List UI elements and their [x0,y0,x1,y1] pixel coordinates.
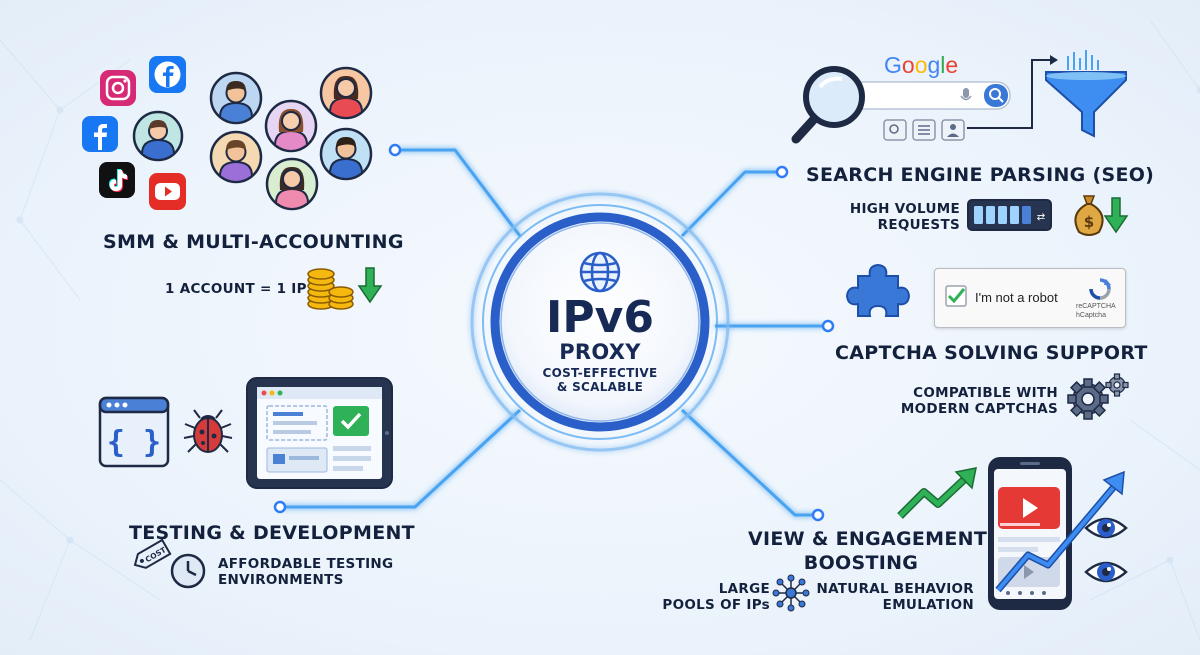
globe-icon [579,251,621,293]
arrow-down-icon [357,267,383,304]
hub-tagline-line2: & SCALABLE [556,380,644,394]
funnel-icon [1045,50,1127,138]
views-note-right: NATURAL BEHAVIOR EMULATION [810,581,974,613]
captcha-widget[interactable]: I'm not a robot reCAPTCHA hCaptcha [934,268,1126,328]
testing-note-line1: AFFORDABLE TESTING [218,556,394,572]
views-title: VIEW & ENGAGEMENT BOOSTING [748,527,988,575]
growth-arrow [995,470,1125,593]
user-avatar-icon [132,110,184,162]
connector-wires [280,148,828,517]
bug-icon [183,409,233,453]
views-note-right-line2: EMULATION [882,597,974,613]
search-engine-logo-letter: o [914,52,928,78]
result-icons [883,119,965,141]
search-engine-logo-letter: l [940,52,946,78]
checkmark-icon [945,285,967,307]
facebook-icon [82,116,118,152]
user-avatar-icon [264,99,318,153]
avatar-group [132,66,373,211]
search-engine-logo: Google [884,52,958,79]
wire-testing [280,408,522,509]
seo-note-line1: HIGH VOLUME [849,201,960,217]
user-avatar-icon [209,71,263,125]
hub-tagline-line1: COST-EFFECTIVE [542,366,658,380]
gears-icon [1067,373,1129,420]
views-title-line1: VIEW & ENGAGEMENT [748,528,988,550]
user-avatar-icon [209,130,263,184]
search-engine-logo-text: Google [884,52,958,78]
eye-icon [1084,561,1128,583]
clock-icon [170,553,206,589]
svg-text:$: $ [1084,213,1094,231]
smm-note: 1 ACCOUNT = 1 IP [165,281,307,297]
testing-note-line2: ENVIRONMENTS [218,572,344,588]
server-rack-icon: ⇄ [967,199,1052,231]
wire-node-smm [388,143,402,157]
wire-node-seo [775,165,789,179]
trend-up-icon [897,467,977,519]
code-window-icon: { } [98,396,170,468]
network-icon [772,574,810,612]
facebook-icon [149,56,186,93]
hub-tagline: COST-EFFECTIVE & SCALABLE [0,366,1200,394]
captcha-note: COMPATIBLE WITH MODERN CAPTCHAS [880,385,1058,417]
testing-note: AFFORDABLE TESTING ENVIRONMENTS [218,556,393,588]
wire-node-testing [273,500,287,514]
wire-node-captcha [821,319,835,333]
user-avatar-icon [319,66,373,120]
smm-title: SMM & MULTI-ACCOUNTING [103,231,404,253]
wire-seo [680,170,782,238]
puzzle-icon [845,263,911,317]
testing-title: TESTING & DEVELOPMENT [129,522,415,544]
wire-node-views [811,508,825,522]
coins-icon [307,268,354,310]
captcha-label: I'm not a robot [975,290,1058,305]
background-network [0,19,1200,641]
user-avatar-icon [319,127,373,181]
arrow-down-icon [1103,197,1129,234]
instagram-icon [100,70,136,106]
captcha-note-line1: COMPATIBLE WITH [913,385,1058,401]
captcha-title: CAPTCHA SOLVING SUPPORT [835,342,1148,364]
svg-text:{ }: { } [107,425,161,460]
funnel-connector [967,59,1055,129]
wire-views [680,408,818,517]
hub-subtitle: PROXY [559,340,641,364]
magnifier-icon [791,66,865,144]
captcha-note-line2: MODERN CAPTCHAS [900,401,1058,417]
recaptcha-logo-icon [1089,278,1111,300]
views-note-left-line2: POOLS OF IPs [662,597,770,613]
views-note-left: LARGE POOLS OF IPs [650,581,770,613]
views-note-left-line1: LARGE [718,581,770,597]
hub-circle [470,192,730,452]
seo-note: HIGH VOLUME REQUESTS [838,201,960,233]
seo-note-line2: REQUESTS [877,217,960,233]
views-title-line2: BOOSTING [803,552,919,574]
eye-icon [1084,517,1128,539]
search-engine-logo-letter: o [901,52,915,78]
captcha-brand-hcaptcha: hCaptcha [1076,312,1106,319]
search-bar [837,81,1011,110]
youtube-icon [149,173,186,210]
tiktok-icon [99,162,135,198]
price-tag-icon: COST [133,538,172,569]
seo-title: SEARCH ENGINE PARSING (SEO) [806,164,1155,186]
svg-text:⇄: ⇄ [1037,212,1045,223]
money-bag-icon: $ [1074,195,1104,236]
wire-smm [395,148,522,237]
search-engine-logo-letter: G [884,52,902,78]
search-engine-logo-letter: g [927,52,941,78]
captcha-brand-recaptcha: reCAPTCHA [1076,303,1116,310]
search-engine-logo-letter: e [945,52,959,78]
hub-title: IPv6 [546,292,654,343]
views-note-right-line1: NATURAL BEHAVIOR [816,581,974,597]
user-avatar-icon [265,157,319,211]
tablet-icon [246,377,393,489]
